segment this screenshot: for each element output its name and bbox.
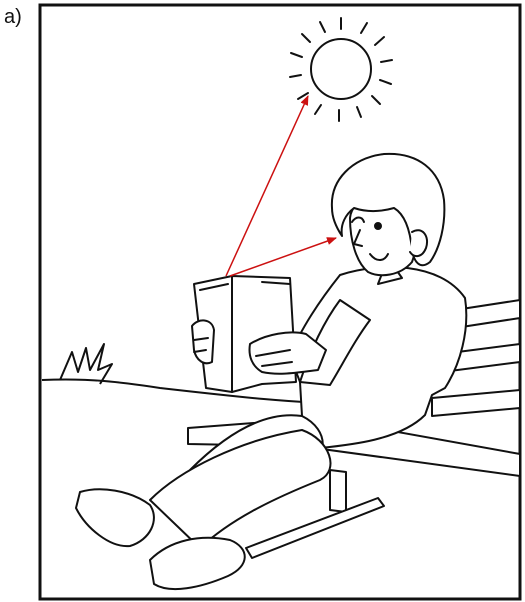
sunlight-ray bbox=[226, 96, 308, 276]
shoe-front bbox=[150, 538, 245, 589]
shoe-back bbox=[76, 489, 154, 546]
grass-tuft bbox=[60, 344, 112, 384]
reflected-ray bbox=[230, 238, 336, 276]
reading-person bbox=[76, 154, 466, 589]
hand-left bbox=[192, 320, 214, 363]
sun-icon bbox=[290, 18, 392, 121]
light-rays bbox=[226, 96, 336, 276]
